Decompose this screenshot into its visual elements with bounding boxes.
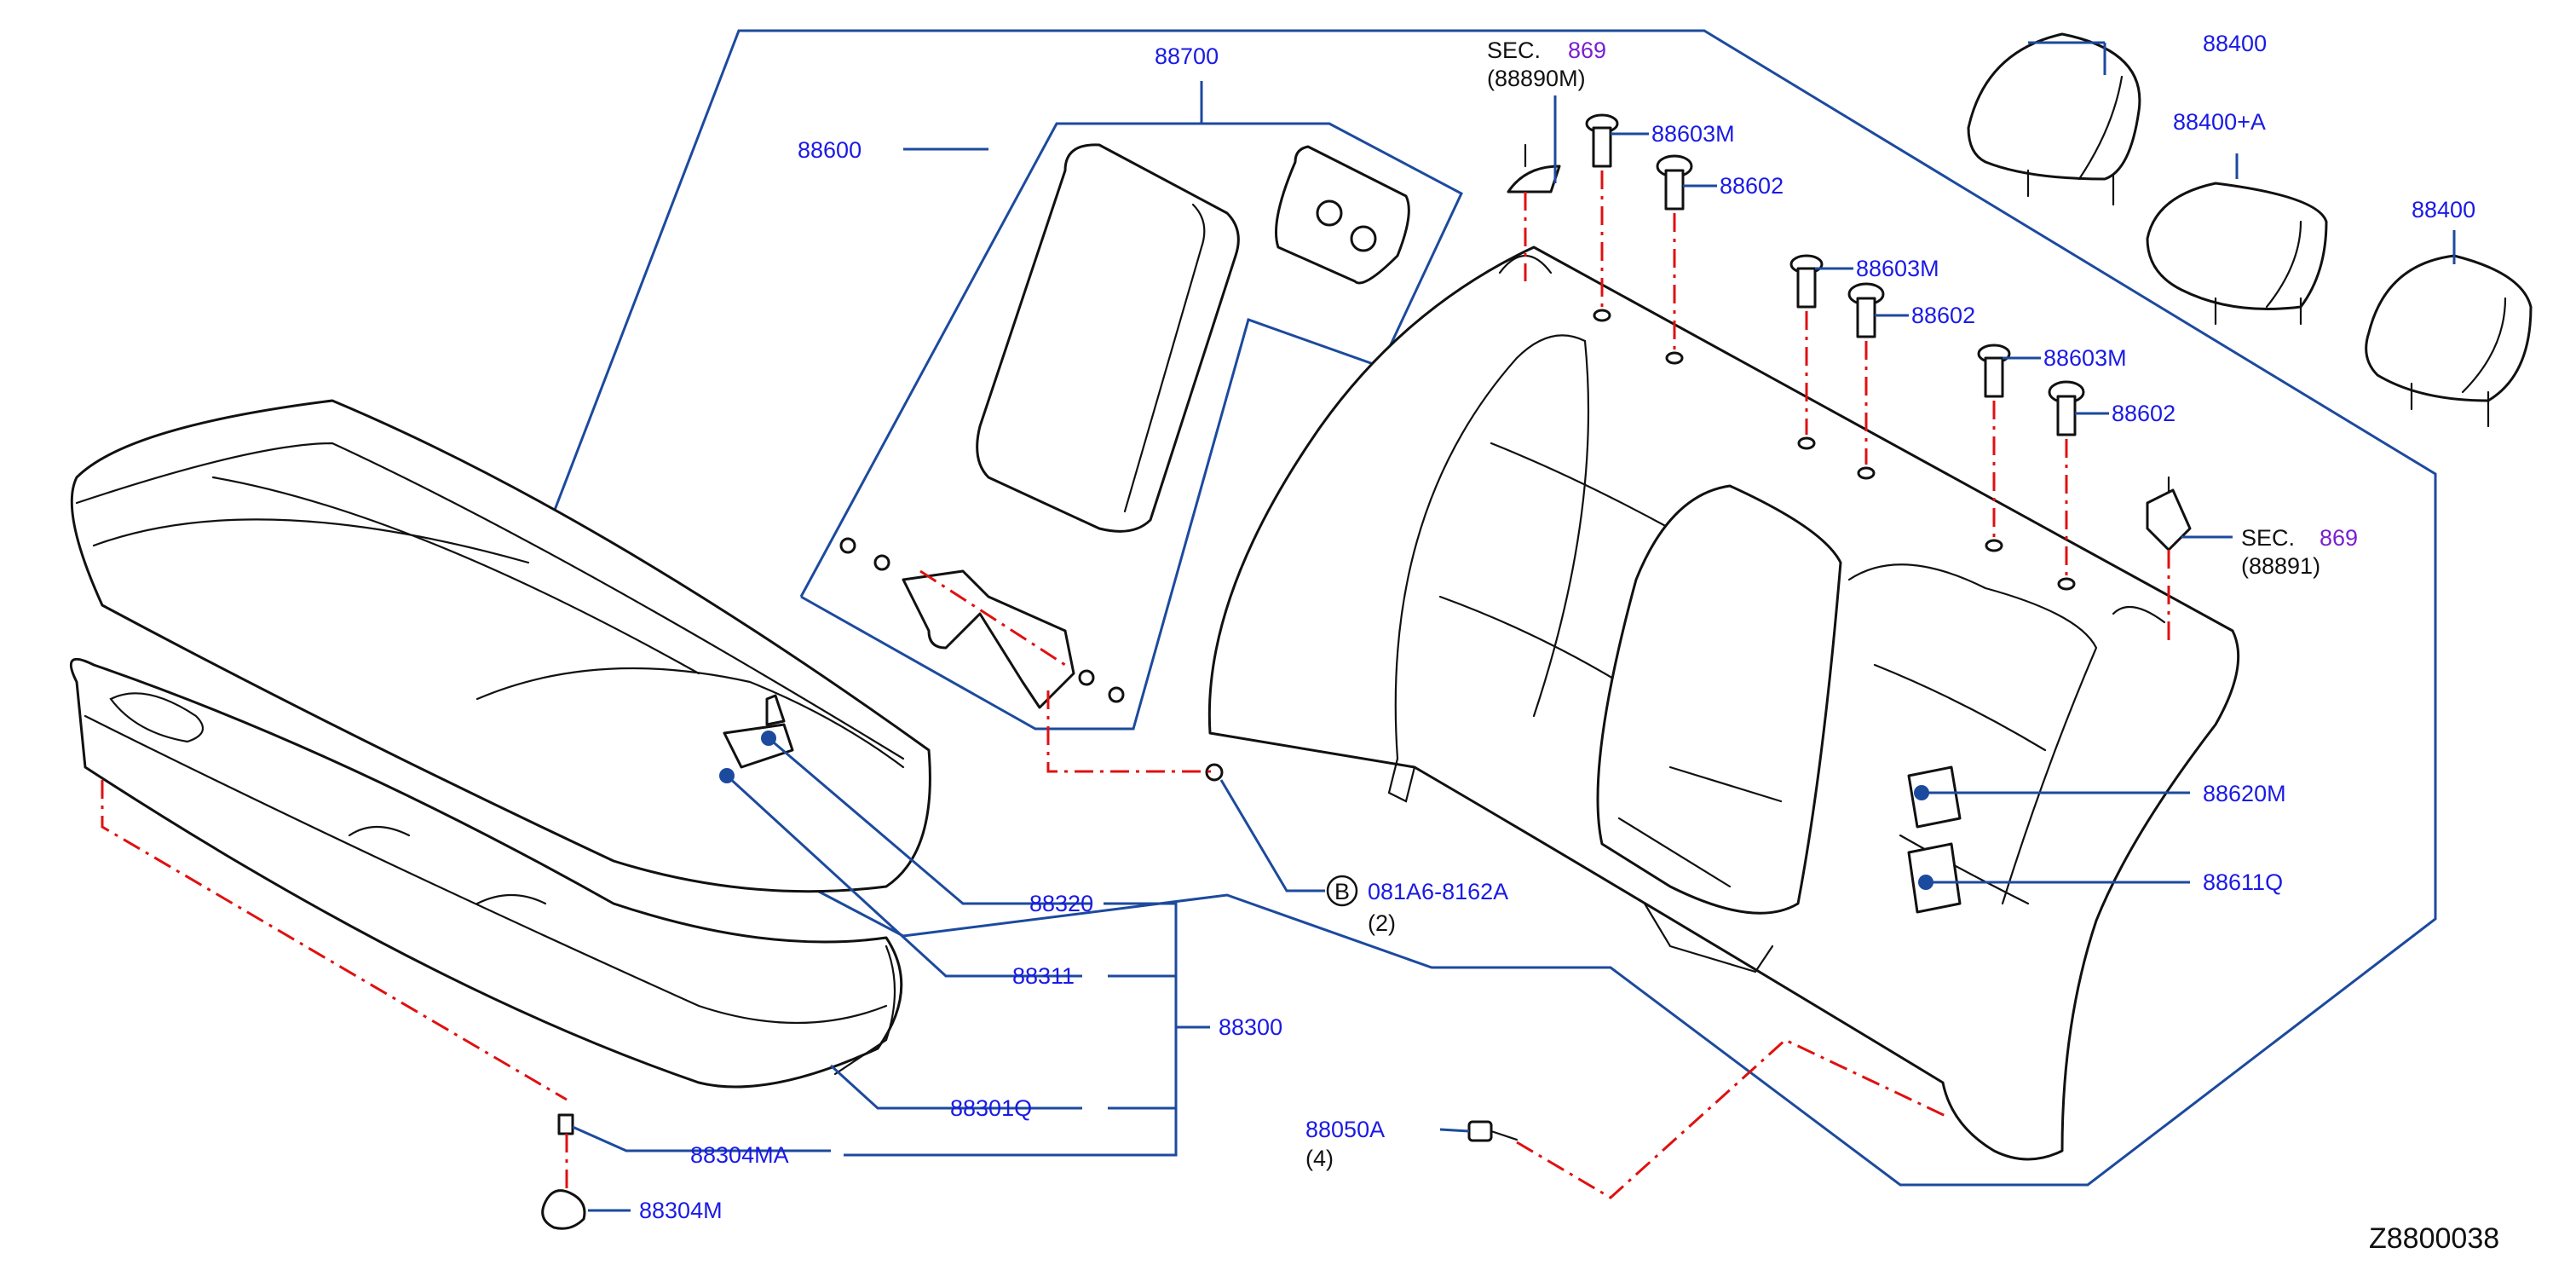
label-88400-top: 88400: [2203, 31, 2267, 56]
label-88400plus: 88400+A: [2173, 109, 2266, 135]
guide-88602-b-drawing: [1847, 282, 1885, 338]
fastener-081a6-drawing: [1205, 763, 1224, 782]
label-88600: 88600: [798, 137, 862, 163]
guide-mounting-holes: [1593, 309, 2076, 591]
sec-lower-number: 869: [2320, 525, 2358, 551]
sec-lower-prefix: SEC.: [2241, 525, 2295, 551]
labels: 88400 88400+A 88400 88700 88600 SEC. 869…: [639, 31, 2499, 1255]
leader-lines: [572, 41, 2456, 1212]
bolt-88050a-drawing: [1467, 1120, 1519, 1142]
callout-b: B: [1326, 875, 1358, 907]
label-88301q: 88301Q: [950, 1095, 1032, 1121]
label-88400-bottom: 88400: [2412, 197, 2475, 222]
label-88611q: 88611Q: [2203, 869, 2283, 895]
patch-88620m-drawing: [1907, 765, 1962, 829]
label-88602-c: 88602: [2112, 401, 2175, 426]
label-88304ma: 88304MA: [690, 1142, 789, 1168]
guide-88602-a-drawing: [1656, 154, 1693, 211]
callout-b-part: 081A6-8162A: [1368, 879, 1508, 904]
label-88620m: 88620M: [2203, 781, 2286, 806]
label-88603m-b: 88603M: [1856, 256, 1939, 281]
bolt-qty: (4): [1305, 1146, 1334, 1171]
label-88602-b: 88602: [1911, 303, 1975, 328]
sec-lower-ref: (88891): [2241, 553, 2320, 579]
label-88300: 88300: [1219, 1014, 1282, 1040]
label-88311: 88311: [1012, 963, 1075, 989]
diagram-id: Z8800038: [2369, 1222, 2499, 1255]
clip-88304m-drawing: [541, 1189, 586, 1230]
sec-upper-ref: (88890M): [1487, 66, 1586, 91]
armrest-drawing: [976, 143, 1410, 533]
label-88304m: 88304M: [639, 1198, 723, 1223]
label-88700: 88700: [1155, 43, 1219, 69]
guide-88603m-a-drawing: [1585, 113, 1619, 168]
patch-88611q-drawing: [1907, 842, 1962, 914]
belt-guide-lower-drawing: [2146, 476, 2192, 552]
callout-b-letter: B: [1334, 879, 1350, 904]
guide-88602-c-drawing: [2048, 380, 2085, 436]
seatback-group-outline: [475, 29, 2437, 1187]
belt-guide-upper-drawing: [1507, 143, 1561, 194]
seat-cushion-drawing: [69, 399, 931, 1089]
armrest-bracket-drawing: [839, 537, 1125, 709]
label-88603m-a: 88603M: [1651, 121, 1735, 147]
label-88603m-c: 88603M: [2043, 345, 2127, 371]
sec-upper-prefix: SEC.: [1487, 38, 1541, 63]
callout-b-qty: (2): [1368, 910, 1396, 936]
bolt-part: 88050A: [1305, 1117, 1385, 1142]
sec-upper-number: 869: [1568, 38, 1606, 63]
label-88602-a: 88602: [1720, 173, 1784, 199]
leader-dots: [719, 731, 1933, 890]
label-88320: 88320: [1029, 891, 1093, 916]
guide-88603m-b-drawing: [1789, 254, 1824, 309]
clip-88304ma-drawing: [557, 1113, 574, 1135]
installation-lines: [101, 170, 2170, 1199]
headrest-88400-bottom-drawing: [2365, 254, 2533, 428]
headrest-88400-top-drawing: [1967, 32, 2141, 206]
guide-88603m-c-drawing: [1977, 344, 2011, 398]
seatback-drawing: [1207, 245, 2240, 1161]
headrest-88400plus-drawing: [2146, 182, 2328, 326]
